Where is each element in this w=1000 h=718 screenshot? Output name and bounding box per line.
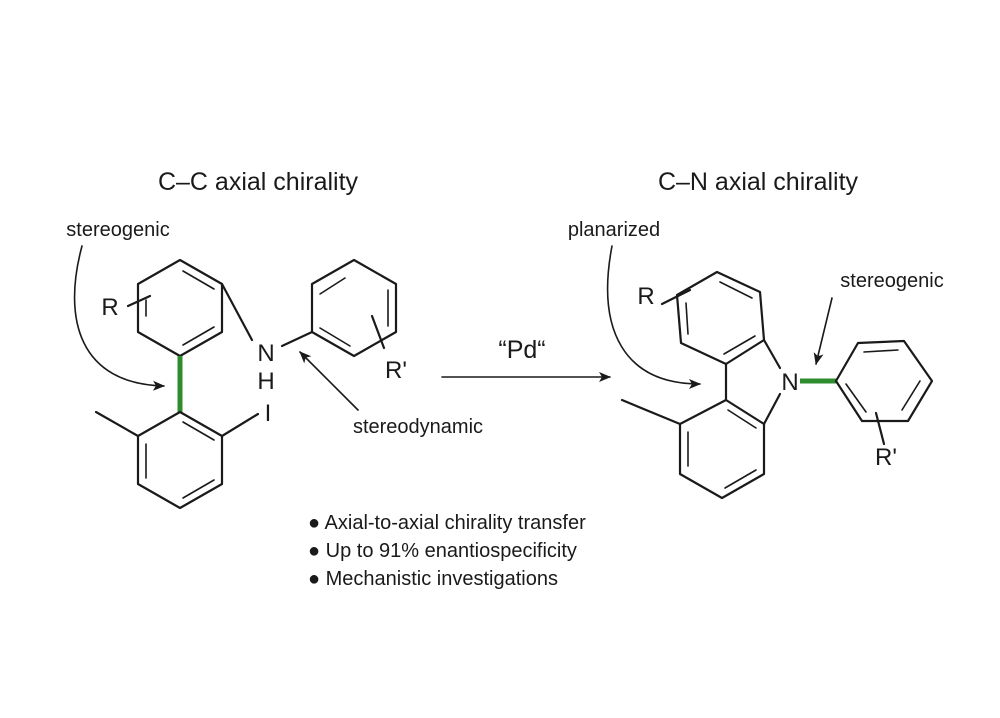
label-stereodynamic: stereodynamic	[353, 416, 483, 438]
left-title: C–C axial chirality	[158, 168, 359, 196]
atom-r-right: R	[637, 283, 654, 310]
bullet-item: ● Axial-to-axial chirality transfer	[308, 512, 586, 534]
atom-n-right: N	[781, 369, 798, 396]
atom-h-left: H	[257, 368, 274, 395]
label-stereogenic-left: stereogenic	[66, 219, 169, 241]
carbazole-cn-bond-upper	[762, 338, 782, 370]
reagent-label: “Pd“	[498, 336, 545, 364]
right-molecule: R N R'	[620, 270, 934, 500]
arrow-stereogenic-right	[813, 297, 833, 365]
atom-n-left: N	[257, 340, 274, 367]
n-aryl-ring	[310, 258, 398, 358]
arrow-stereodynamic	[299, 351, 359, 411]
arrow-planarized	[606, 245, 701, 389]
carbazole-upper-ring	[660, 270, 766, 366]
bullet-item: ● Mechanistic investigations	[308, 568, 558, 590]
left-molecule: R N H I R'	[94, 258, 407, 510]
bullet-item: ● Up to 91% enantiospecificity	[308, 540, 577, 562]
right-title: C–N axial chirality	[658, 168, 859, 196]
carbazole-lower-ring	[620, 398, 766, 500]
carbazole-cn-bond-lower	[762, 392, 782, 426]
upper-aryl-ring	[126, 258, 224, 358]
atom-rp-left: R'	[385, 357, 407, 384]
n-aryl-ring-right	[834, 339, 934, 446]
bullet-list: ● Axial-to-axial chirality transfer ● Up…	[308, 512, 586, 590]
atom-i: I	[265, 400, 272, 427]
atom-r-left: R	[101, 294, 118, 321]
bond-n-aryl	[280, 330, 314, 348]
label-planarized: planarized	[568, 219, 660, 241]
arrow-stereogenic-left	[73, 245, 165, 391]
bond-aryl-n	[220, 282, 254, 342]
atom-rp-right: R'	[875, 444, 897, 471]
lower-aryl-ring	[94, 410, 260, 510]
label-stereogenic-right: stereogenic	[840, 270, 943, 292]
